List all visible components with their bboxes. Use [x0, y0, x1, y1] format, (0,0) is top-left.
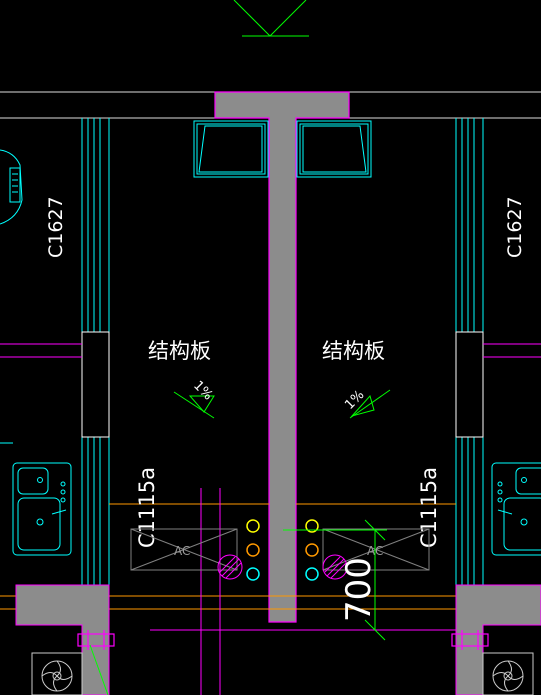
- right-pier: [455, 331, 484, 438]
- bottom-left-column: [15, 584, 110, 695]
- fan-left: [31, 652, 83, 695]
- right-sink: [491, 462, 541, 556]
- window-tag-left: C1627: [45, 196, 67, 258]
- bottom-fitting-left: [77, 630, 115, 650]
- drain-left: [217, 554, 243, 580]
- left-sink: [12, 462, 72, 556]
- dimension-line: [283, 519, 387, 641]
- ac-unit-left: [130, 528, 238, 571]
- bottom-green-line: [89, 644, 109, 695]
- ac-unit-right: [322, 528, 430, 571]
- left-top-fixture: [0, 149, 23, 225]
- bottom-fitting-right: [451, 630, 489, 650]
- slab-label-left: 结构板: [148, 339, 211, 363]
- window-tag-right: C1627: [504, 196, 526, 258]
- left-pier: [81, 331, 110, 438]
- slope-arrow-right: [349, 389, 391, 419]
- central-wall: [214, 91, 350, 623]
- magenta-pipes: [150, 488, 456, 695]
- side-magenta-lines: [0, 343, 541, 358]
- slab-label-right: 结构板: [322, 339, 385, 363]
- top-window-right: [296, 120, 372, 178]
- dimension-label: 700: [339, 557, 379, 622]
- slope-arrow-left: [173, 391, 215, 419]
- pipe-circles-left: [246, 519, 260, 581]
- top-window-left: [193, 120, 269, 178]
- ac-window-tag-left: C1115a: [135, 467, 159, 548]
- top-marker: [233, 0, 309, 37]
- fan-right: [482, 652, 534, 695]
- drain-right: [322, 554, 348, 580]
- ac-unit-label-left: AC: [174, 544, 190, 558]
- bottom-right-column: [455, 584, 541, 695]
- pipe-circles-right: [305, 519, 319, 581]
